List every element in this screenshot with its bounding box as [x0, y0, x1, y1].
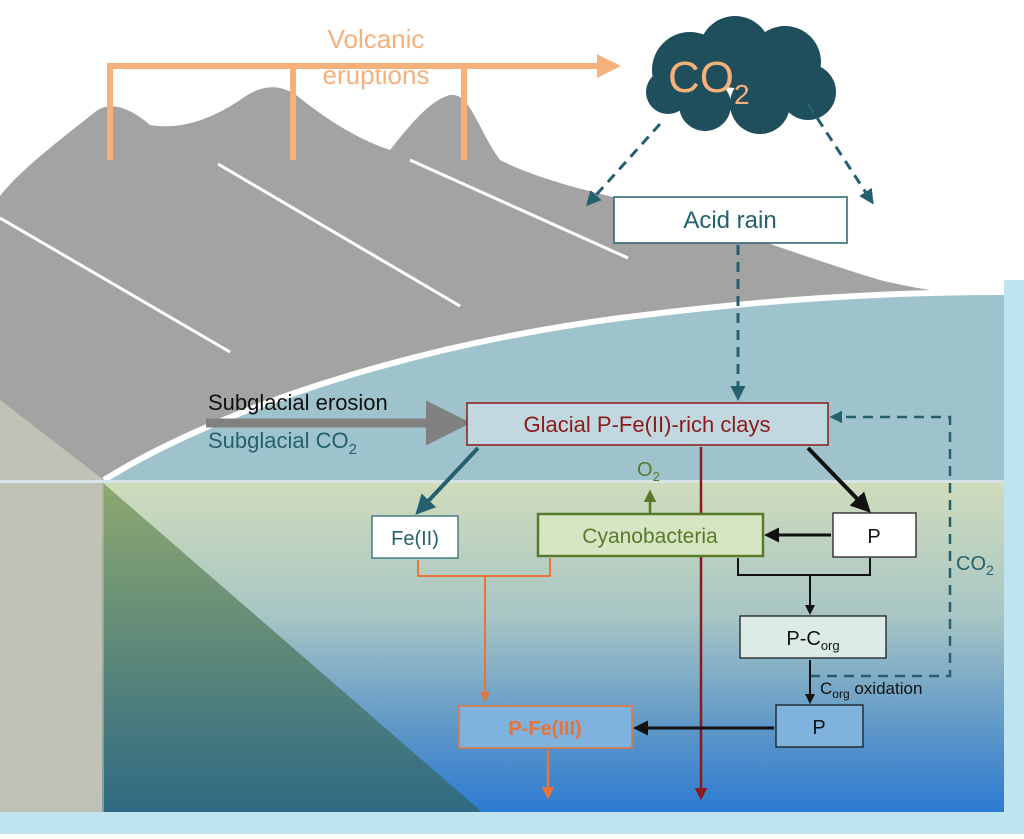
co2-feedback-loop [810, 410, 952, 678]
subglacial-co2-label: Subglacial CO2 [208, 428, 357, 458]
co2-right-label: CO2 [956, 553, 994, 578]
p-bottom-label: P [812, 717, 825, 739]
co2-cloud [646, 16, 836, 134]
p-fe3-box [458, 705, 633, 749]
co2-cloud-label: CO2 [668, 53, 750, 110]
mountain-stripe-1 [0, 216, 231, 354]
right-band [1004, 280, 1024, 834]
glacial-clays-box [466, 402, 829, 446]
clays-to-fe2-arrow [415, 446, 480, 515]
subglacial-erosion-label: Subglacial erosion [208, 390, 388, 415]
o2-label: O2 [637, 459, 660, 484]
acid-rain-box [613, 196, 848, 244]
seafloor-band [0, 812, 1024, 834]
p-fe3-label: P-Fe(III) [508, 718, 581, 740]
mountain-stripe-3 [409, 158, 629, 260]
ice-shelf-edge [0, 480, 1004, 483]
p-corg-box [739, 615, 887, 659]
p-top-label: P [867, 526, 880, 548]
acid-rain-label: Acid rain [683, 207, 776, 234]
volcanic-label-line1: Volcanic [328, 24, 425, 54]
clays-to-p-arrow [806, 446, 871, 513]
cyano-p-bracket [737, 558, 871, 576]
fe2-label: Fe(II) [391, 528, 439, 550]
volcanic-eruptions-bracket [107, 54, 621, 160]
shore-shadow [0, 385, 104, 834]
p-bottom-box [775, 704, 864, 748]
corg-oxidation-label: Corg oxidation [820, 679, 922, 701]
volcanic-label-line2: eruptions [323, 60, 430, 90]
cyanobacteria-label: Cyanobacteria [582, 525, 718, 548]
fe2-box [371, 515, 459, 559]
cloud-arrow-left [585, 122, 662, 207]
p-top-box [832, 512, 917, 558]
mountain-stripe-2 [217, 162, 461, 308]
cyanobacteria-box [536, 512, 765, 558]
cloud-arrow-right [806, 103, 874, 205]
glacial-clays-label: Glacial P-Fe(II)-rich clays [524, 412, 771, 437]
continental-shelf [102, 482, 482, 812]
p-corg-label: P-Corg [786, 628, 839, 653]
